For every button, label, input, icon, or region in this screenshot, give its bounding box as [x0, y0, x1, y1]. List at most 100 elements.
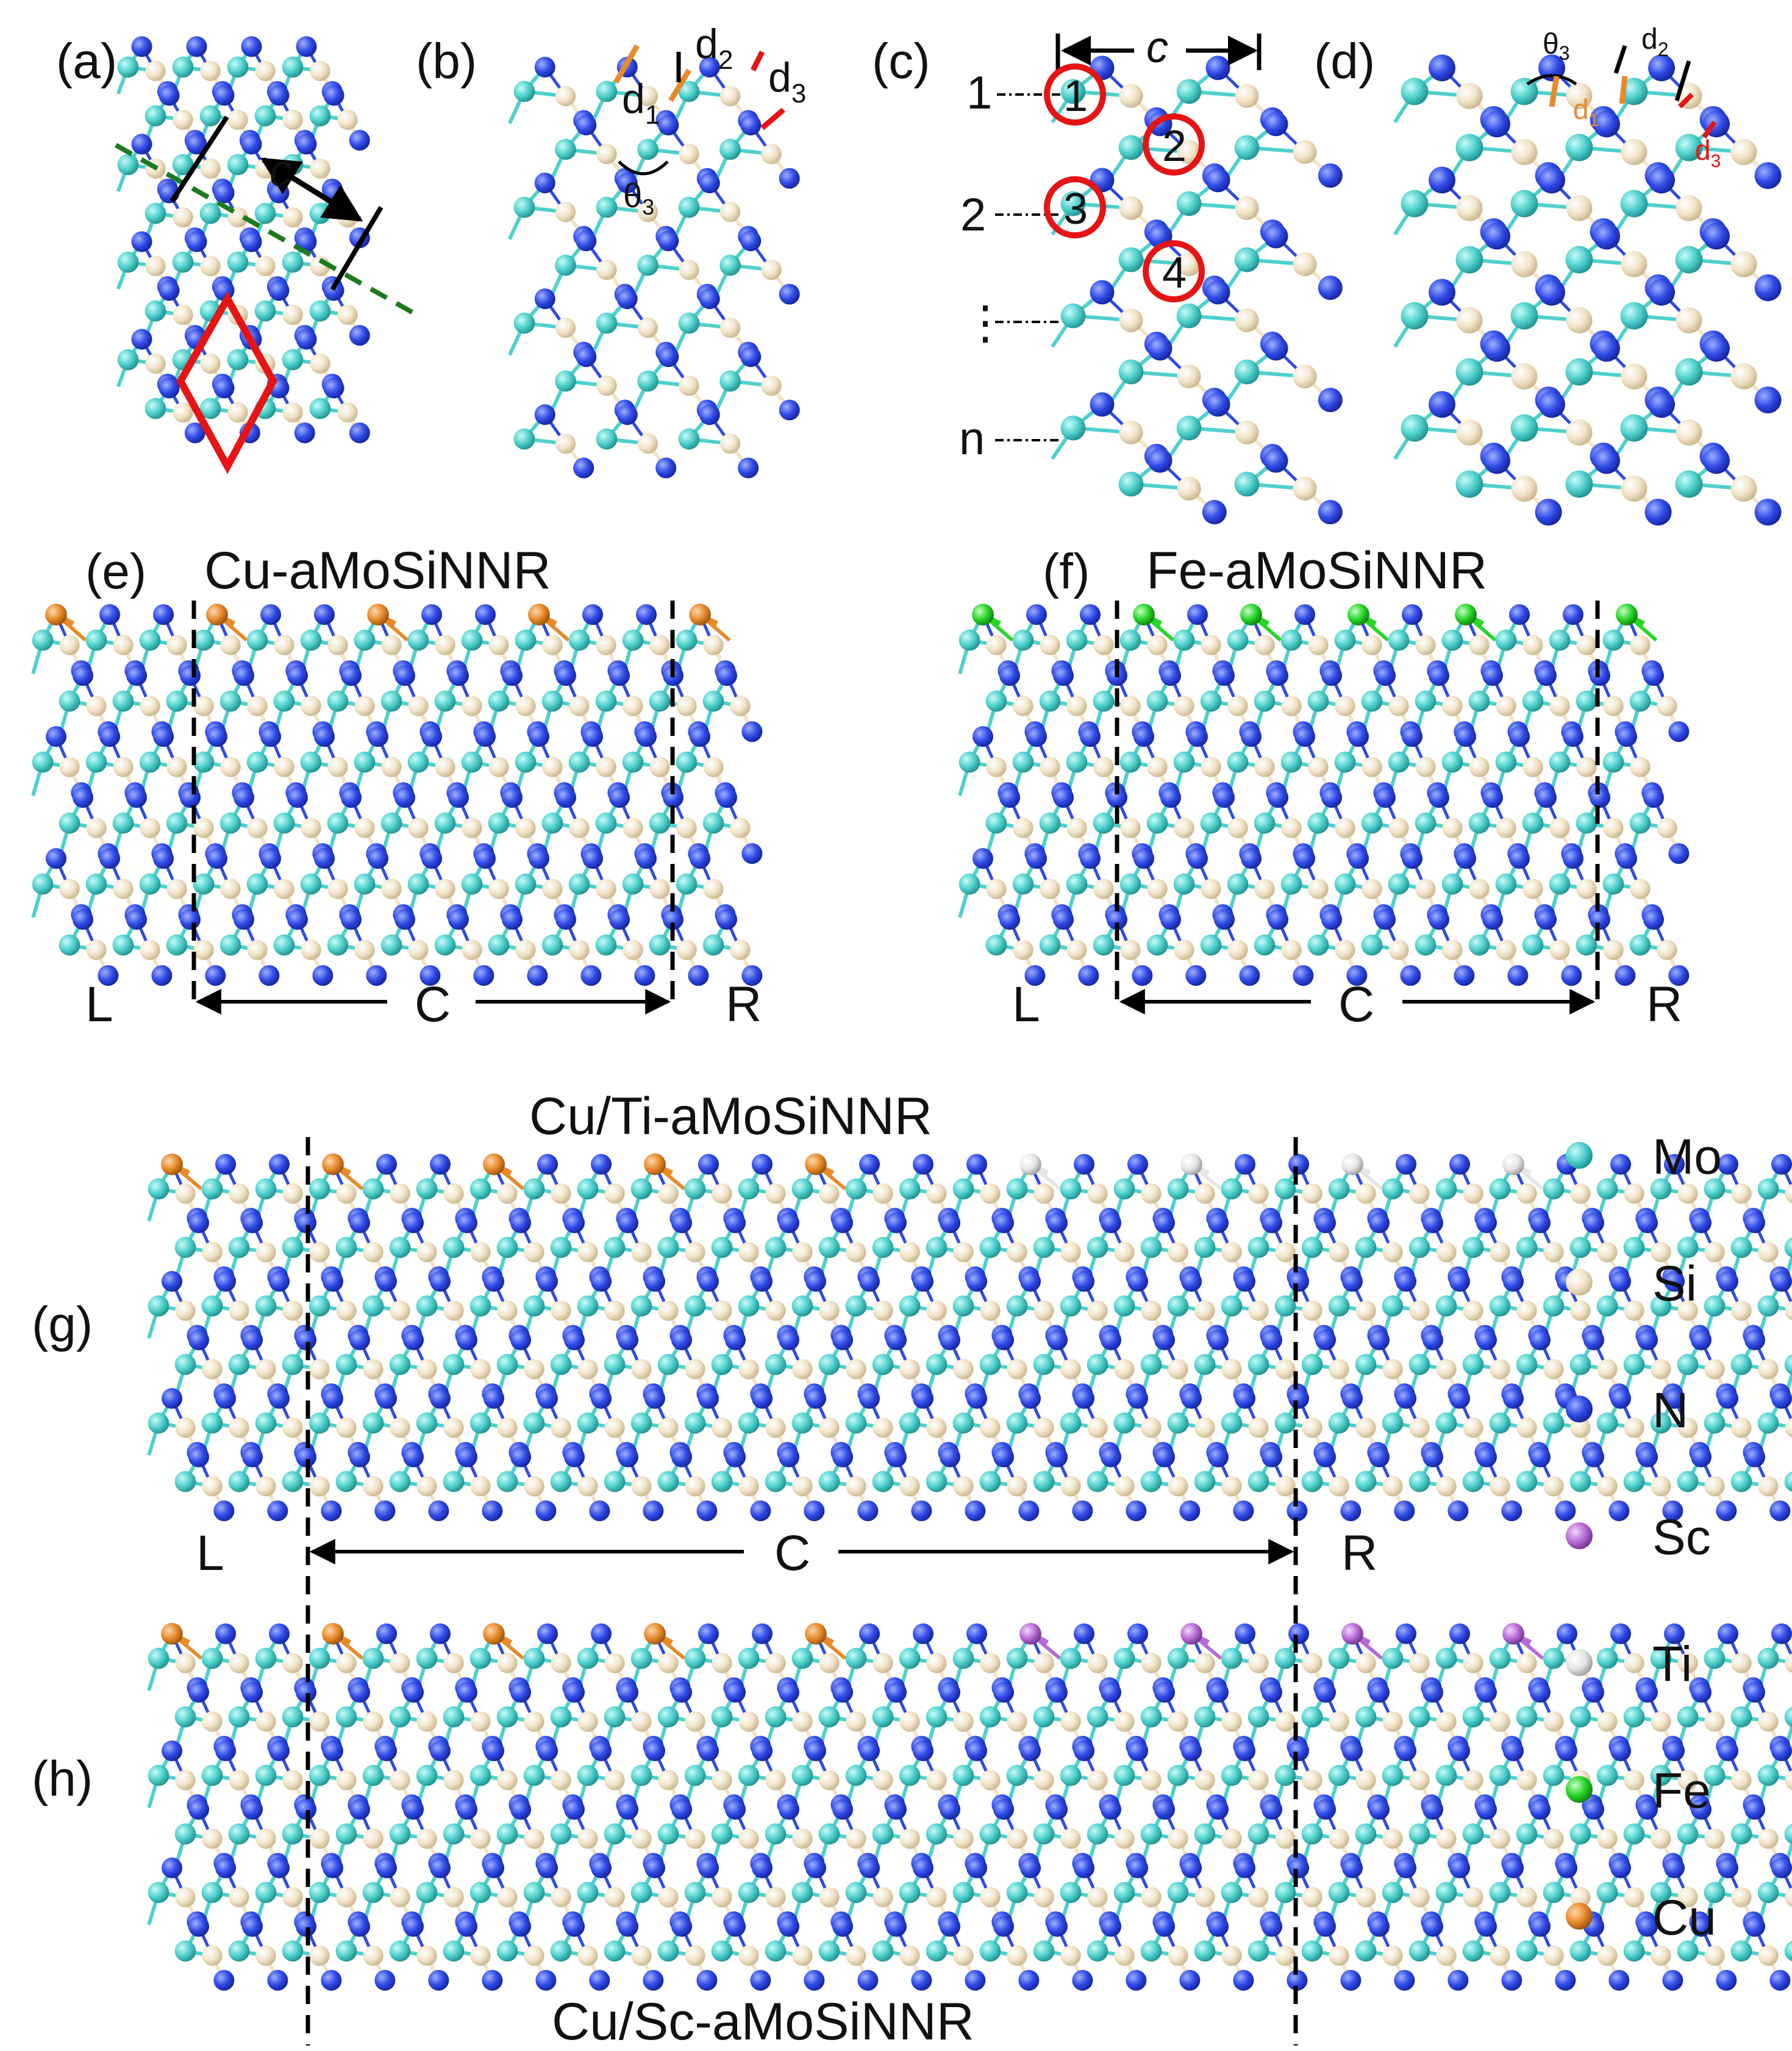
- si-atom: [1630, 879, 1651, 899]
- mo-atom: [117, 251, 139, 273]
- mo-atom: [139, 629, 161, 651]
- mo-atom: [649, 934, 671, 956]
- n-atom: [1214, 909, 1235, 930]
- si-atom: [703, 879, 724, 899]
- n-atom: [1744, 1446, 1765, 1468]
- mo-atom: [354, 629, 376, 651]
- n-atom: [1718, 1388, 1738, 1409]
- si-atom: [229, 1183, 249, 1204]
- mo-atom: [201, 1178, 223, 1200]
- n-atom: [1107, 787, 1127, 808]
- n-atom: [725, 1329, 746, 1350]
- si-atom: [1362, 757, 1382, 777]
- n-atom: [1716, 1500, 1737, 1521]
- si-atom: [1409, 1300, 1430, 1321]
- mo-atom: [407, 751, 429, 773]
- n-atom: [475, 726, 496, 747]
- site-number-4: 4: [1162, 249, 1187, 298]
- mo-atom: [193, 873, 215, 895]
- si-atom: [1624, 1183, 1644, 1204]
- si-atom: [1603, 940, 1624, 960]
- si-atom: [193, 818, 214, 838]
- n-atom: [376, 1271, 397, 1292]
- si-atom: [1201, 757, 1221, 777]
- si-atom: [470, 1476, 491, 1497]
- si-atom: [1007, 1476, 1027, 1497]
- n-atom: [698, 1271, 719, 1292]
- n-atom: [738, 457, 759, 479]
- mo-atom: [1167, 1178, 1189, 1200]
- n-atom: [1754, 387, 1782, 413]
- mo-atom: [416, 1178, 438, 1200]
- n-atom: [582, 604, 603, 625]
- si-atom: [327, 635, 348, 655]
- mo-atom: [702, 934, 724, 956]
- si-atom: [1119, 308, 1143, 332]
- mo-atom: [1118, 135, 1144, 160]
- n-atom: [46, 848, 66, 869]
- si-atom: [443, 1300, 464, 1321]
- n-atom: [1187, 848, 1208, 869]
- si-atom: [596, 375, 617, 396]
- si-atom: [200, 255, 221, 277]
- si-atom: [173, 402, 193, 423]
- mo-atom: [523, 1412, 545, 1434]
- n-atom: [1179, 1500, 1201, 1521]
- mo-atom: [1596, 1178, 1618, 1200]
- si-atom: [1730, 251, 1757, 277]
- si-atom: [59, 757, 80, 777]
- mo-atom: [1675, 358, 1703, 386]
- n-atom: [502, 909, 523, 930]
- panel-h-label: (h): [32, 1751, 93, 1807]
- si-atom: [1382, 1476, 1403, 1497]
- si-atom: [1469, 757, 1490, 777]
- si-atom: [703, 635, 724, 655]
- n-atom: [1047, 1329, 1068, 1350]
- row-label-2: 2: [960, 189, 986, 241]
- si-atom: [596, 757, 616, 777]
- si-atom: [1281, 940, 1302, 960]
- mo-atom: [1784, 1237, 1792, 1258]
- mo-atom: [117, 349, 139, 371]
- mo-atom: [300, 629, 322, 651]
- right-lead-label: R: [1646, 977, 1682, 1032]
- si-atom: [1355, 1183, 1376, 1204]
- n-atom: [312, 965, 334, 986]
- n-atom: [1561, 965, 1582, 986]
- mo-atom: [676, 873, 698, 895]
- si-atom: [1463, 1183, 1483, 1204]
- si-atom: [1013, 696, 1033, 716]
- si-atom: [1597, 1242, 1618, 1263]
- si-atom: [1275, 1476, 1296, 1497]
- n-atom: [1208, 1329, 1229, 1350]
- si-atom: [1570, 1300, 1591, 1321]
- n-atom: [886, 1212, 907, 1233]
- n-atom: [1593, 223, 1620, 250]
- mo-atom: [791, 1295, 813, 1317]
- mo-atom: [273, 934, 295, 956]
- n-atom: [1148, 336, 1173, 361]
- mo-atom: [1176, 415, 1202, 441]
- si-atom: [515, 818, 536, 838]
- mo-atom: [958, 629, 980, 651]
- si-atom: [59, 635, 80, 655]
- mo-atom: [335, 1236, 357, 1258]
- mo-atom: [1060, 415, 1086, 441]
- mo-atom: [443, 1236, 465, 1258]
- n-atom: [1691, 1446, 1712, 1468]
- mo-atom: [1569, 1236, 1591, 1258]
- n-atom: [260, 848, 281, 869]
- mo-atom: [1602, 751, 1624, 773]
- n-atom: [1482, 665, 1503, 686]
- mo-atom: [416, 1295, 438, 1317]
- panel-c: (c) c 1 2 ⋮ n 1 2 3 4: [872, 23, 1343, 524]
- mo-atom: [1704, 1412, 1726, 1434]
- n-atom: [1503, 1271, 1524, 1292]
- n-atom: [1047, 1446, 1068, 1468]
- n-atom: [1187, 604, 1208, 625]
- si-atom: [310, 353, 330, 374]
- cu-atom: [45, 604, 67, 626]
- mo-atom: [380, 812, 402, 834]
- si-atom: [596, 635, 616, 655]
- n-atom: [314, 848, 335, 869]
